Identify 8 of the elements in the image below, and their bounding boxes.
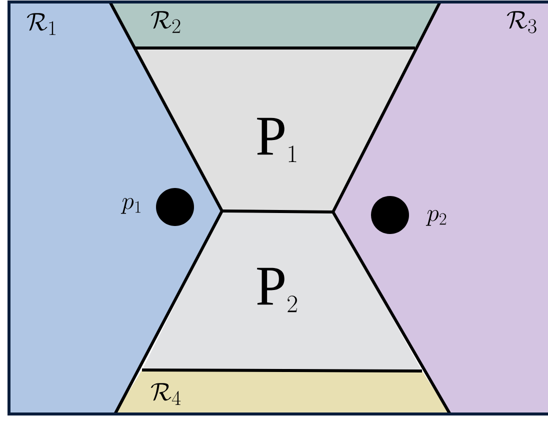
region-label: $\mathcal{R}_1$ (26, 13, 56, 35)
trapezoid-label: $\mathrm{P}_2$ (257, 268, 297, 312)
point-label: $p_2$ (426, 210, 446, 226)
region-label: $\mathcal{R}_3$ (506, 11, 536, 34)
region-band-label: $\mathcal{R}_2$ (150, 11, 180, 33)
trapezoid-label: $\mathrm{P}_1$ (257, 118, 296, 162)
region-band-label: $\mathcal{R}_4$ (150, 383, 181, 405)
point-label: $p_1$ (120, 198, 141, 214)
